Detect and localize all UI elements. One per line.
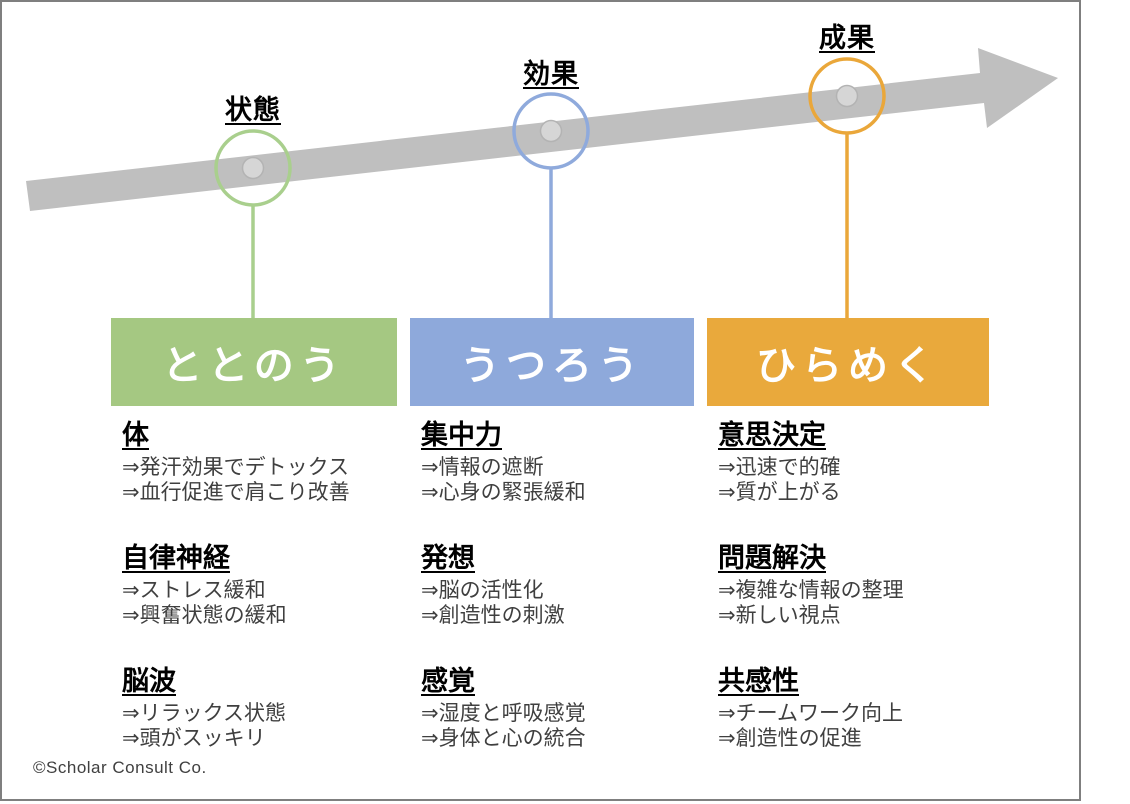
benefit-column-totonou: 体 ⇒発汗効果でデトックス ⇒血行促進で肩こり改善 自律神経 ⇒ストレス緩和 ⇒… [111,420,403,789]
benefit-item: ⇒創造性の刺激 [421,604,565,627]
benefit-item: ⇒頭がスッキリ [122,727,266,750]
copyright-text: ©Scholar Consult Co. [33,758,207,777]
benefit-section: 共感性 ⇒チームワーク向上 ⇒創造性の促進 [718,666,999,751]
benefit-column-hirameku: 意思決定 ⇒迅速で的確 ⇒質が上がる 問題解決 ⇒複雑な情報の整理 ⇒新しい視点… [707,420,999,789]
benefit-section: 問題解決 ⇒複雑な情報の整理 ⇒新しい視点 [718,543,999,628]
benefit-section: 感覚 ⇒湿度と呼吸感覚 ⇒身体と心の統合 [421,666,702,751]
benefit-item: ⇒迅速で的確 [718,456,841,479]
benefit-item: ⇒発汗効果でデトックス [122,456,349,479]
milestone-ring-seika [808,57,886,135]
benefit-item: ⇒リラックス状態 [122,702,286,725]
section-heading: 発想 [421,543,475,573]
benefit-item: ⇒心身の緊張緩和 [421,481,586,504]
section-heading: 体 [122,420,149,450]
milestone-dot-joutai [241,156,265,180]
benefit-section: 集中力 ⇒情報の遮断 ⇒心身の緊張緩和 [421,420,702,505]
milestone-dot-seika [835,84,859,108]
benefit-item: ⇒身体と心の統合 [421,727,586,750]
benefit-section: 発想 ⇒脳の活性化 ⇒創造性の刺激 [421,543,702,628]
phase-box-hirameku: ひらめく [707,318,989,406]
benefit-section: 意思決定 ⇒迅速で的確 ⇒質が上がる [718,420,999,505]
milestone-dot-kouka [539,119,563,143]
benefit-section: 自律神経 ⇒ストレス緩和 ⇒興奮状態の緩和 [122,543,403,628]
benefit-section: 体 ⇒発汗効果でデトックス ⇒血行促進で肩こり改善 [122,420,403,505]
section-heading: 自律神経 [122,543,230,573]
section-heading: 集中力 [421,420,502,450]
milestone-label-seika: 成果 [819,23,875,53]
phase-box-utsurou: うつろう [410,318,694,406]
milestone-ring-joutai [214,129,292,207]
phase-box-totonou: ととのう [111,318,397,406]
benefit-item: ⇒新しい視点 [718,604,841,627]
section-heading: 問題解決 [718,543,826,573]
benefit-item: ⇒血行促進で肩こり改善 [122,481,350,504]
benefit-item: ⇒興奮状態の緩和 [122,604,287,627]
milestone-ring-kouka [512,92,590,170]
milestone-label-kouka: 効果 [523,59,579,89]
section-heading: 感覚 [421,666,475,696]
section-heading: 共感性 [718,666,799,696]
milestone-label-joutai: 状態 [225,95,281,125]
benefit-item: ⇒チームワーク向上 [718,702,903,725]
section-heading: 脳波 [122,666,176,696]
benefit-section: 脳波 ⇒リラックス状態 ⇒頭がスッキリ [122,666,403,751]
benefit-item: ⇒質が上がる [718,481,841,504]
benefit-item: ⇒情報の遮断 [421,456,544,479]
benefit-item: ⇒創造性の促進 [718,727,862,750]
benefit-item: ⇒湿度と呼吸感覚 [421,702,586,725]
benefit-item: ⇒脳の活性化 [421,579,544,602]
phase-title-utsurou: うつろう [460,344,644,388]
benefit-column-utsurou: 集中力 ⇒情報の遮断 ⇒心身の緊張緩和 発想 ⇒脳の活性化 ⇒創造性の刺激 感覚… [410,420,702,789]
section-heading: 意思決定 [718,420,826,450]
phase-title-hirameku: ひらめく [756,344,940,388]
benefit-item: ⇒複雑な情報の整理 [718,579,904,602]
canvas-frame [0,0,1081,801]
benefit-item: ⇒ストレス緩和 [122,579,266,602]
phase-title-totonou: ととのう [162,344,346,388]
